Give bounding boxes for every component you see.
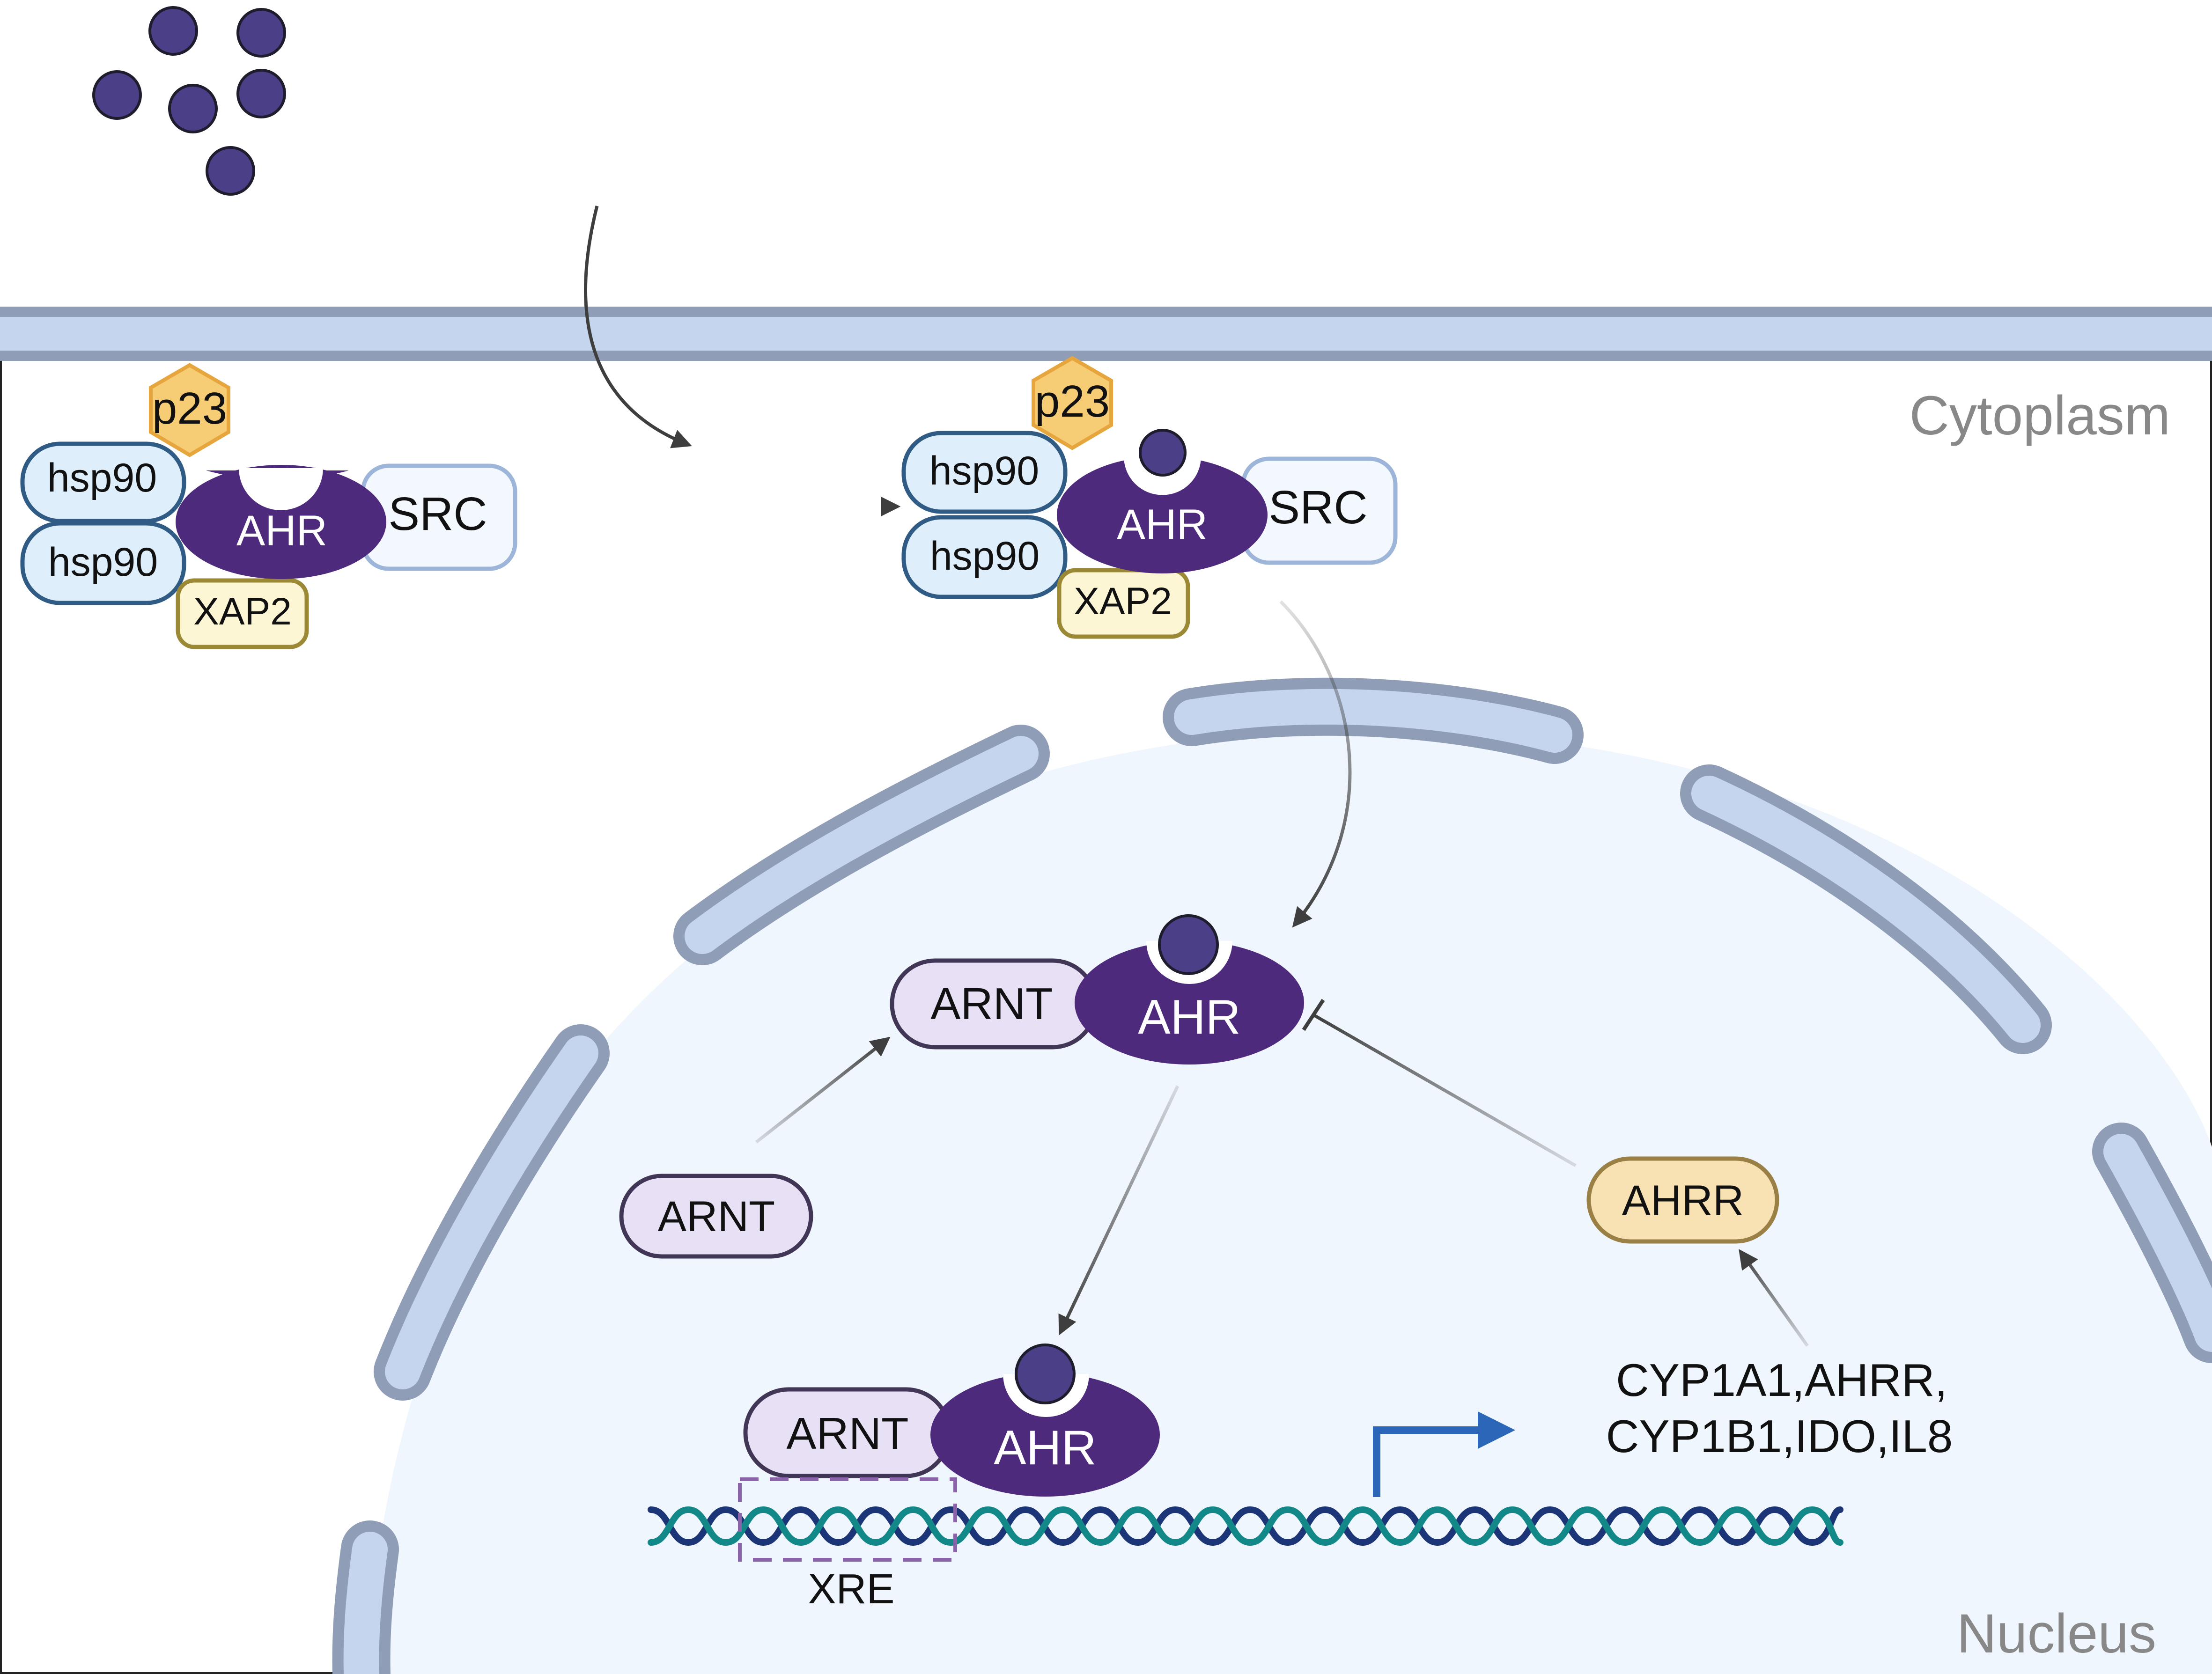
arnt-label: ARNT — [786, 1409, 908, 1459]
ahr-body — [1075, 941, 1304, 1065]
ligand-dot — [206, 146, 255, 196]
target-genes-line2: CYP1B1,IDO,IL8 — [1606, 1410, 1953, 1462]
arnt-label: ARNT — [930, 979, 1053, 1029]
ligand-dot — [236, 8, 286, 58]
ligand-dot — [236, 69, 286, 118]
hsp90-bottom — [901, 515, 1068, 599]
bound-ligand — [1015, 1344, 1076, 1404]
ahr-label: AHR — [994, 1421, 1097, 1475]
dna-helix — [648, 1506, 1843, 1546]
hsp90-bottom-label: hsp90 — [930, 534, 1040, 579]
bound-ligand — [1158, 914, 1219, 975]
nucleus-label: Nucleus — [1957, 1603, 2156, 1665]
ahrr-protein: AHRR — [1586, 1156, 1779, 1244]
transcription-start-arrow — [1373, 1411, 1515, 1497]
ahrr-expression-arrow — [1739, 1249, 1809, 1347]
plasma-membrane — [0, 307, 2212, 361]
ligand-cluster — [92, 6, 286, 196]
ahrr-label: AHRR — [1622, 1177, 1744, 1225]
nuclear-translocation-arrow — [1279, 600, 1352, 928]
ahr-arnt-complex: ARNT AHR — [890, 914, 1304, 1065]
xap2-label: XAP2 — [1074, 580, 1172, 623]
hsp90-top-label: hsp90 — [929, 448, 1039, 493]
hsp90-top — [901, 431, 1068, 514]
ligand-dot — [148, 6, 198, 56]
ligand-entry-arrow — [584, 206, 692, 448]
arnt-recruitment-arrow — [755, 1036, 891, 1144]
src-label: SRC — [388, 488, 487, 540]
hsp90-bottom-label: hsp90 — [48, 540, 158, 585]
xap2-box — [176, 578, 309, 649]
ahr-body — [176, 465, 386, 579]
hsp90-top-label: hsp90 — [47, 455, 157, 500]
ligand-bound-ahr-complex: SRC hsp90 hsp90 XAP2 AHR p23 — [901, 356, 1398, 639]
dna-strand-b — [648, 1506, 1843, 1546]
src-label: SRC — [1268, 481, 1367, 534]
inactive-ahr-complex: SRC hsp90 hsp90 XAP2 AHR p23 — [20, 363, 517, 649]
ligand-dot — [168, 84, 218, 133]
ahr-body — [930, 1373, 1160, 1497]
ahr-binding-pocket — [239, 468, 323, 510]
xre-box — [738, 1477, 957, 1562]
p23-hexagon — [1032, 356, 1113, 450]
xre-label: XRE — [808, 1566, 894, 1613]
free-arnt-label: ARNT — [658, 1193, 775, 1241]
xap2-label: XAP2 — [193, 590, 292, 633]
ahrr-inhibition — [1302, 999, 1577, 1167]
ahr-body — [1057, 456, 1268, 573]
hsp90-top — [20, 441, 186, 523]
p23-hexagon — [149, 363, 230, 457]
target-genes-line1: CYP1A1,AHRR, — [1616, 1354, 1947, 1406]
hsp90-bottom — [20, 521, 186, 605]
target-genes: CYP1A1,AHRR, CYP1B1,IDO,IL8 — [1606, 1354, 1953, 1462]
ahr-label: AHR — [236, 507, 327, 555]
p23-label: p23 — [1035, 376, 1110, 426]
nuclear-envelope — [332, 677, 2212, 1674]
ahr-label: AHR — [1117, 501, 1208, 549]
p23-label: p23 — [152, 383, 227, 433]
dna-strand-a — [648, 1506, 1843, 1546]
bound-ligand — [1139, 429, 1187, 477]
dna-binding-arrow — [1058, 1085, 1180, 1336]
ligand-dot — [92, 70, 142, 120]
xap2-box — [1057, 568, 1190, 639]
free-arnt: ARNT — [619, 1174, 813, 1259]
dna-bound-complex: ARNT AHR — [743, 1344, 1160, 1497]
cytoplasm-label: Cytoplasm — [1910, 385, 2170, 447]
ahr-label: AHR — [1138, 990, 1241, 1044]
